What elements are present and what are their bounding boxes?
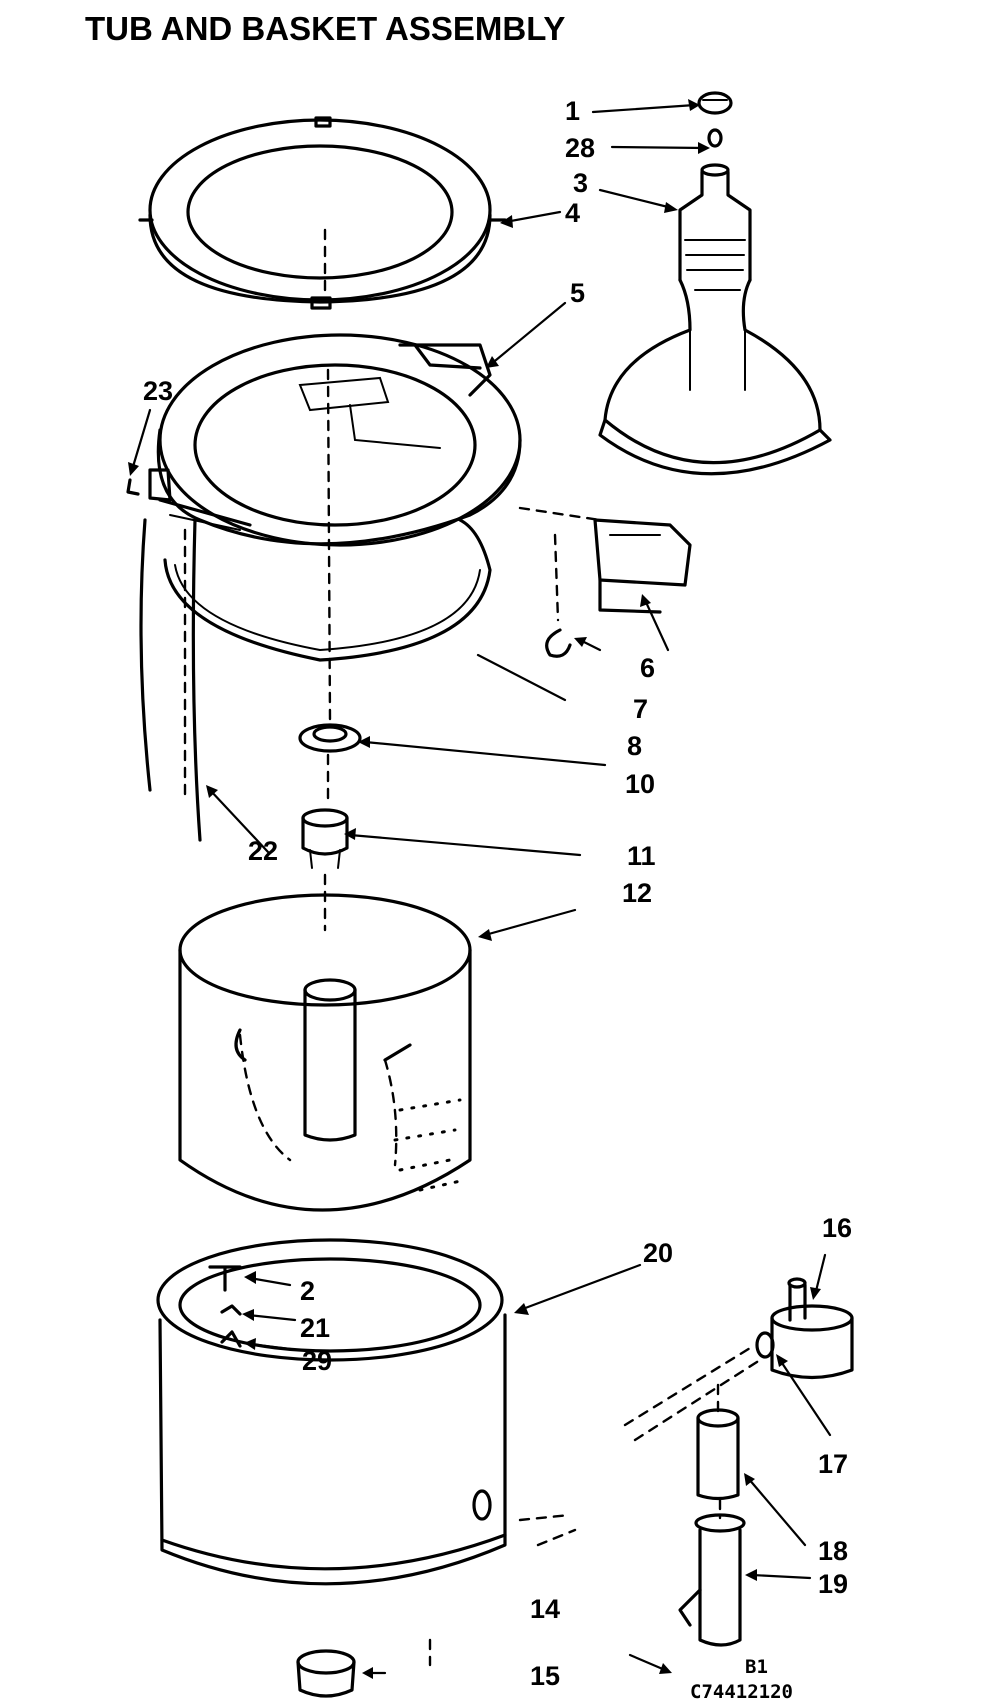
elbow-part-19 — [678, 1513, 746, 1647]
callout-14: 14 — [530, 1594, 560, 1624]
pump-part-16 — [770, 1277, 854, 1380]
callout-16: 16 — [822, 1213, 852, 1243]
leader-lines — [128, 99, 832, 1679]
sheet-number: B1 — [745, 1656, 768, 1678]
callout-11: 11 — [627, 841, 656, 871]
callout-29: 29 — [302, 1346, 332, 1376]
diagram-title: TUB AND BASKET ASSEMBLY — [85, 10, 565, 47]
callout-6: 6 — [640, 653, 655, 683]
clip-part-21 — [220, 1304, 242, 1316]
nut-part-10 — [298, 723, 362, 753]
agitator-part-3 — [598, 163, 832, 476]
callout-19: 19 — [818, 1569, 848, 1599]
clamp-part-17 — [755, 1331, 775, 1359]
callout-28: 28 — [565, 133, 595, 163]
callout-labels: 1 28 3 4 5 23 6 7 8 10 22 11 12 20 2 21 … — [143, 96, 852, 1691]
tub-seal-part-8 — [163, 518, 492, 662]
bracket-part-6 — [593, 518, 692, 614]
callout-4: 4 — [565, 198, 580, 228]
callout-12: 12 — [622, 878, 652, 908]
tub-ring-part-4 — [138, 116, 507, 310]
clip-part-29 — [220, 1330, 242, 1348]
callout-17: 17 — [818, 1449, 848, 1479]
fastener-part-28 — [707, 128, 723, 148]
clip-part-7 — [545, 628, 572, 658]
nut-part-15 — [296, 1649, 356, 1698]
callout-20: 20 — [643, 1238, 673, 1268]
callout-3: 3 — [573, 168, 588, 198]
callout-8: 8 — [627, 731, 642, 761]
exploded-axis-lines — [323, 228, 762, 1667]
fastener-part-23 — [126, 478, 140, 496]
bushing-part-11 — [301, 808, 349, 869]
callout-18: 18 — [818, 1536, 848, 1566]
callout-23: 23 — [143, 376, 173, 406]
callout-15: 15 — [530, 1661, 560, 1691]
callout-7: 7 — [633, 694, 648, 724]
callout-2: 2 — [300, 1276, 315, 1306]
callout-22: 22 — [248, 836, 278, 866]
callout-21: 21 — [300, 1313, 330, 1343]
outer-tub-part-20 — [156, 1238, 507, 1586]
basket-part-12 — [178, 893, 472, 1212]
screw-part-2 — [208, 1265, 242, 1292]
callout-10: 10 — [625, 769, 655, 799]
diagram-code: C74412120 — [690, 1681, 793, 1703]
cap-part-1 — [697, 91, 733, 115]
callout-5: 5 — [570, 278, 585, 308]
callout-1: 1 — [565, 96, 580, 126]
tube-part-18 — [696, 1408, 740, 1501]
hose-part-22 — [139, 518, 202, 842]
tub-cover-part-5 — [148, 333, 522, 547]
